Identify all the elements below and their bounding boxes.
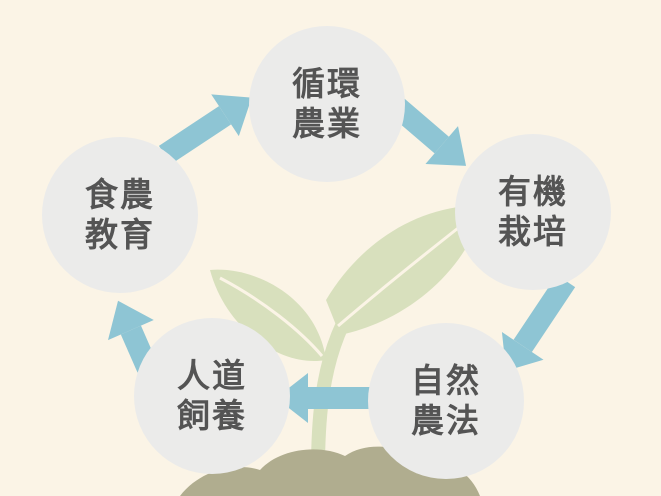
node-label-line2: 教育 (85, 215, 155, 254)
node-label-line1: 有機 (498, 172, 568, 211)
node-label-line1: 自然 (411, 361, 481, 400)
left-leaf-vein (219, 276, 324, 357)
node-circular-agriculture: 循環 農業 (249, 26, 405, 182)
node-label-line1: 人道 (177, 356, 247, 395)
node-label-line1: 食農 (85, 175, 155, 214)
node-label-line1: 循環 (292, 64, 362, 103)
node-organic-farming: 有機 栽培 (455, 134, 611, 290)
node-label-line2: 農業 (292, 104, 362, 143)
left-leaf (210, 269, 326, 362)
node-natural-farming: 自然 農法 (368, 323, 524, 479)
node-food-education: 食農 教育 (42, 137, 198, 293)
arrow-bottom-left (276, 373, 384, 423)
node-humane-raising: 人道 飼養 (134, 318, 290, 474)
node-label-line2: 栽培 (498, 212, 568, 251)
arrow-bottom-top (158, 94, 252, 165)
node-label-line2: 飼養 (177, 396, 247, 435)
node-label-line2: 農法 (411, 401, 481, 440)
